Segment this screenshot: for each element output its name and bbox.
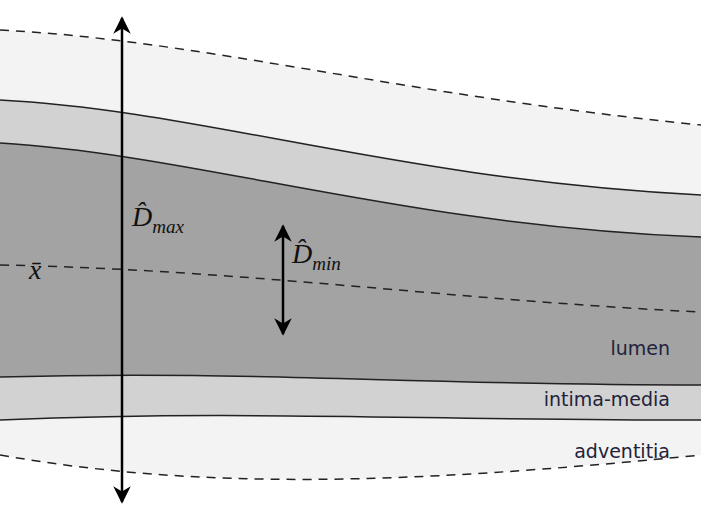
intima-media-band bbox=[0, 100, 701, 420]
intima-boundary bbox=[0, 100, 701, 195]
centerline bbox=[0, 265, 701, 312]
adventitia-band bbox=[0, 30, 701, 479]
layer-label: lumen bbox=[610, 339, 670, 358]
dimension-label: D̂min bbox=[292, 240, 341, 273]
lumen-region bbox=[0, 143, 701, 385]
dimension-label: D̂max bbox=[132, 203, 184, 236]
max-diameter-arrow bbox=[121, 18, 124, 502]
min-diameter-arrow bbox=[282, 226, 285, 334]
lumen-boundary bbox=[0, 375, 701, 385]
lumen-boundary bbox=[0, 143, 701, 237]
layer-label: intima-media bbox=[544, 390, 670, 409]
intima-boundary bbox=[0, 416, 701, 420]
layer-label: adventitia bbox=[574, 442, 670, 461]
centerline-label: x̄ bbox=[26, 256, 44, 284]
